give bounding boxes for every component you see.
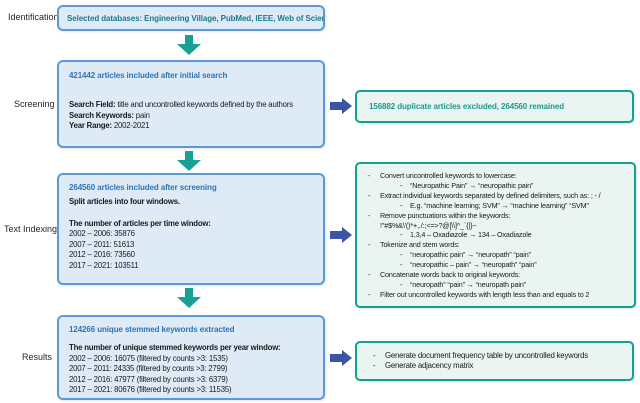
keyword-step-example: 1,3,4 – Oxadiazole → 134 – Oxadiazole [357, 230, 628, 240]
keyword-step: Remove punctuations within the keywords: [357, 211, 628, 221]
articles-window-row: 2007 – 2011: 51613 [69, 239, 135, 249]
stemmed-keywords-row: 2012 – 2016: 47977 (filtered by counts >… [69, 374, 228, 384]
split-windows-text: Split articles into four windows. [69, 197, 180, 206]
keyword-processing-box: Convert uncontrolled keywords to lowerca… [355, 162, 636, 308]
screening-box-title: 421442 articles included after initial s… [69, 71, 228, 80]
keyword-step: Concatenate words back to original keywo… [357, 270, 628, 280]
articles-per-window-header: The number of articles per time window: [69, 218, 211, 228]
keyword-step: Filter out uncontrolled keywords with le… [357, 290, 628, 300]
down-arrow-icon [177, 288, 201, 308]
keyword-step-example: E.g. “machine learning; SVM” → “machine … [357, 201, 628, 211]
stemmed-keywords-row: 2002 – 2006: 16075 (filtered by counts >… [69, 353, 228, 363]
stage-label-screening: Screening [14, 99, 55, 109]
output-box: Generate document frequency table by unc… [355, 341, 634, 381]
duplicates-excluded-text: 156882 duplicate articles excluded, 2645… [369, 102, 565, 111]
stemmed-keywords-row: 2007 – 2011: 24335 (filtered by counts >… [69, 364, 228, 373]
down-arrow-icon [177, 151, 201, 171]
punctuation-list: !"#$%&\'()*+,./:;<=>?@[\\]^_`{|}~ [380, 220, 477, 230]
keyword-step-example: “neuropathic – pain” → “neuropath” “pain… [357, 260, 628, 270]
output-step: Generate adjacency matrix [357, 361, 632, 372]
articles-window-row: 2017 – 2021: 103511 [69, 260, 139, 270]
keyword-step: Extract individual keywords separated by… [357, 191, 628, 201]
stemmed-keywords-row: 2017 – 2021: 80676 (filtered by counts >… [69, 385, 232, 394]
right-arrow-icon [330, 227, 352, 243]
text-indexing-box: 264560 articles included after screening… [57, 173, 325, 285]
stage-label-results: Results [22, 352, 53, 362]
right-arrow-icon [330, 98, 352, 114]
down-arrow-icon [177, 35, 201, 55]
identification-box-text: Selected databases: Engineering Village,… [67, 13, 325, 23]
text-indexing-box-title: 264560 articles included after screening [69, 183, 217, 192]
keyword-step-example: “neuropathic pain” → “neuropath” “pain” [357, 250, 628, 260]
results-box-title: 124266 unique stemmed keywords extracted [69, 325, 235, 334]
keyword-step: Convert uncontrolled keywords to lowerca… [357, 171, 628, 181]
duplicates-excluded-box: 156882 duplicate articles excluded, 2645… [355, 90, 634, 123]
articles-window-row: 2002 – 2006: 35876 [69, 229, 135, 238]
stage-label-identification: Identification [8, 12, 59, 22]
screening-field-search-field: Search Field: title and uncontrolled key… [69, 100, 293, 109]
screening-field-search-keywords: Search Keywords: pain [69, 110, 150, 120]
keyword-step: Tokenize and stem words: [357, 240, 628, 250]
screening-field-year-range: Year Range: 2002-2021 [69, 121, 150, 130]
right-arrow-icon [330, 350, 352, 366]
stemmed-keywords-header: The number of unique stemmed keywords pe… [69, 343, 281, 352]
identification-box: Selected databases: Engineering Village,… [57, 5, 325, 31]
keyword-step-example: “Neuropathic Pain” → “neuropathic pain” [357, 181, 628, 191]
results-box: 124266 unique stemmed keywords extracted… [57, 315, 325, 400]
output-step: Generate document frequency table by unc… [357, 351, 632, 362]
articles-window-row: 2012 – 2016: 73560 [69, 250, 135, 259]
keyword-step-example: “neuropath” “pain” → “neuropath pain” [357, 280, 628, 290]
stage-label-text-indexing: Text Indexing [4, 224, 58, 234]
screening-box: 421442 articles included after initial s… [57, 60, 325, 148]
